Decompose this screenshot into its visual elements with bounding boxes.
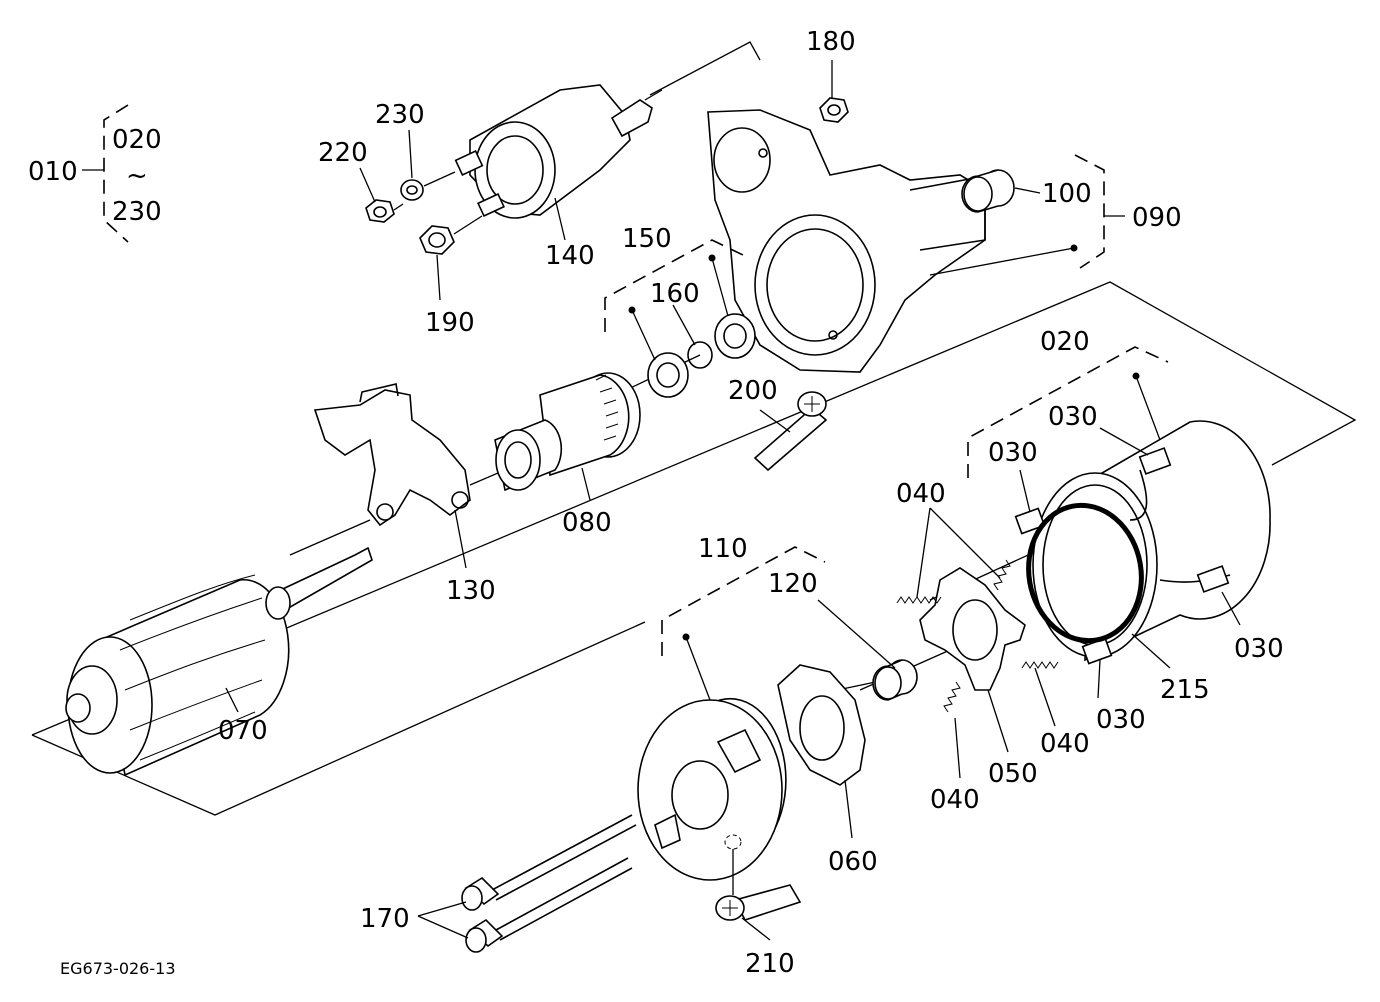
label-130: 130 [446, 576, 496, 606]
label-040-upper: 040 [896, 479, 946, 509]
label-030-right: 030 [1234, 634, 1284, 664]
o-ring-215 [1026, 502, 1144, 644]
nut-220 [365, 199, 395, 223]
label-100: 100 [1042, 179, 1092, 209]
brush-left [1014, 507, 1046, 535]
bearing-120 [872, 659, 918, 701]
label-030-bottom: 030 [1096, 705, 1146, 735]
solenoid-switch [454, 84, 663, 219]
through-bolt-1 [461, 814, 637, 911]
label-090: 090 [1132, 203, 1182, 233]
label-190: 190 [425, 308, 475, 338]
spring-3 [1021, 661, 1059, 669]
label-160: 160 [650, 279, 700, 309]
drive-end-housing [707, 109, 986, 373]
spring-1 [896, 596, 942, 604]
brush-holder [919, 567, 1026, 691]
nut-180 [819, 97, 849, 123]
label-040-right: 040 [1040, 729, 1090, 759]
pinion-clutch [494, 372, 641, 492]
label-220: 220 [318, 138, 368, 168]
spring-2 [993, 559, 1011, 591]
thrust-washer [647, 352, 689, 398]
label-150: 150 [622, 224, 672, 254]
label-230: 230 [375, 100, 425, 130]
subassembly-bracket-020 [967, 346, 1169, 478]
shift-lever [313, 383, 471, 527]
bolt-200 [753, 391, 828, 472]
oil-seal [714, 313, 756, 359]
rear-end-frame [637, 697, 787, 881]
brush-right [1196, 565, 1230, 593]
bushing-100 [961, 169, 1015, 213]
yoke [1032, 420, 1271, 662]
label-215: 215 [1160, 675, 1210, 705]
label-110: 110 [698, 534, 748, 564]
label-070: 070 [218, 716, 268, 746]
label-020: 020 [1040, 327, 1090, 357]
label-210: 210 [745, 949, 795, 979]
spring-4 [943, 681, 961, 713]
label-030-top: 030 [1048, 402, 1098, 432]
washer-230 [400, 179, 424, 201]
drawing-code: EG673-026-13 [60, 959, 176, 978]
label-060: 060 [828, 847, 878, 877]
subassembly-bracket-150 [604, 239, 746, 332]
label-140: 140 [545, 241, 595, 271]
subassembly-bracket-110 [661, 546, 826, 656]
assembly-range-sep: ~ [126, 161, 148, 191]
assembly-bracket [82, 104, 129, 243]
label-170: 170 [360, 904, 410, 934]
label-050: 050 [988, 759, 1038, 789]
label-080: 080 [562, 508, 612, 538]
subassembly-bracket-090 [1074, 154, 1105, 269]
label-200: 200 [728, 376, 778, 406]
assembly-range-end: 230 [112, 197, 162, 227]
label-120: 120 [768, 569, 818, 599]
assembly-label: 010 [28, 157, 78, 187]
snap-ring-160 [687, 341, 713, 369]
label-180: 180 [806, 27, 856, 57]
bolt-210 [715, 834, 802, 921]
armature [65, 546, 373, 777]
label-030-left: 030 [988, 438, 1038, 468]
through-bolt-2 [465, 857, 633, 953]
nut-190 [419, 225, 455, 255]
leader-lines [225, 60, 1241, 941]
plate-060 [777, 664, 866, 786]
label-040-lower: 040 [930, 785, 980, 815]
assembly-range-start: 020 [112, 125, 162, 155]
